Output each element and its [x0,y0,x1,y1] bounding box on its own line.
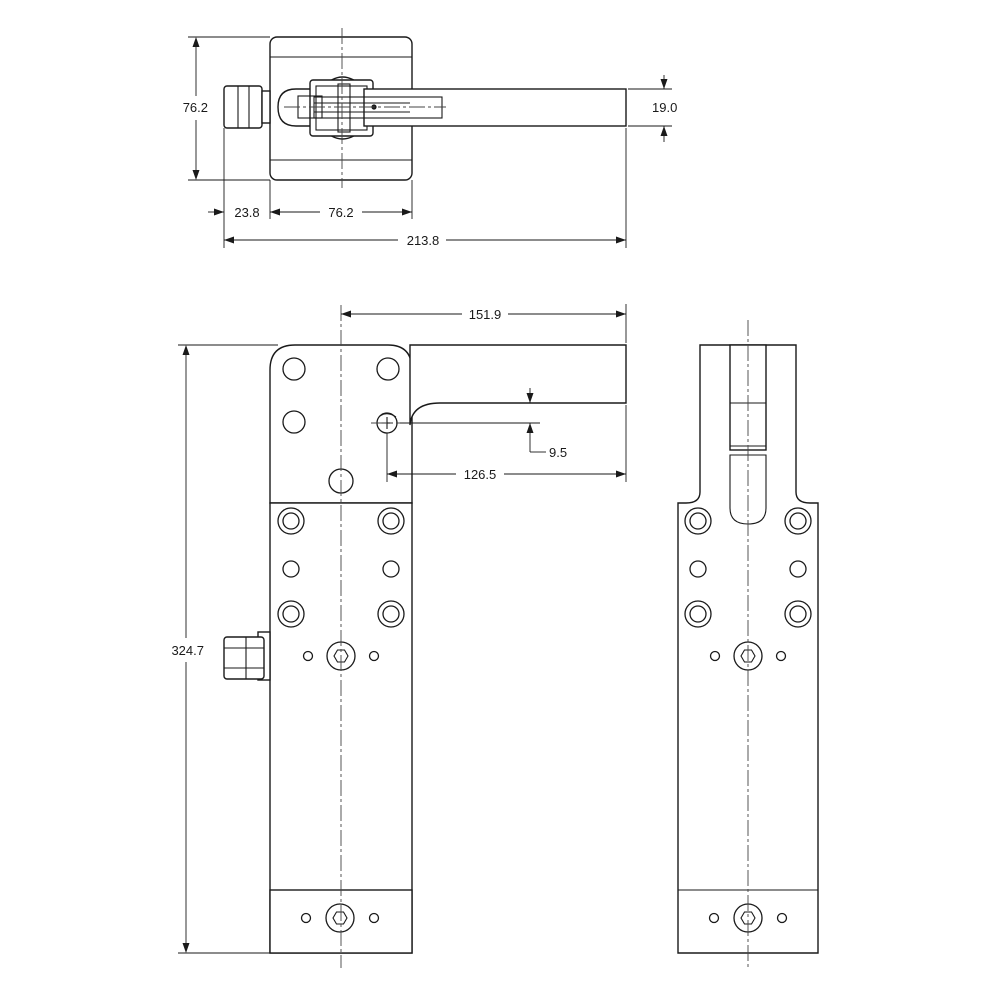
front-view: 151.9 9.5 126.5 [171,304,627,968]
dimension-label-pin-offset: 9.5 [549,445,567,460]
dimension-overall-height: 324.7 [171,344,278,954]
dimension-height-top: 76.2 [183,36,270,181]
front-view-main-body [269,502,413,954]
dimension-label-body-width: 76.2 [328,205,353,220]
front-view-mounting-holes [277,507,405,933]
dimension-arm-reach: 151.9 [341,304,627,343]
side-view [677,320,819,968]
dimension-label-connector: 23.8 [234,205,259,220]
dimension-bar-thickness: 19.0 [628,75,677,142]
top-view-connector [223,85,263,129]
front-view-handle-arm [409,344,627,426]
dimension-pin-offset: 9.5 [400,388,567,460]
front-view-connector [223,631,271,681]
dimension-connector-and-body: 23.8 76.2 [208,128,413,248]
dimension-label-pin-reach: 126.5 [464,467,497,482]
dimension-label-bar-thickness: 19.0 [652,100,677,115]
dimension-label-arm-reach: 151.9 [469,307,502,322]
dimension-overall-top: 213.8 [224,128,627,248]
dimension-label-overall-top: 213.8 [407,233,440,248]
dimension-pin-reach: 126.5 [386,405,627,482]
dimension-label-overall-height: 324.7 [171,643,204,658]
dimension-label-height-top: 76.2 [183,100,208,115]
top-view: 76.2 19.0 23.8 76.2 [183,28,677,248]
top-view-handle-bar [363,88,627,127]
